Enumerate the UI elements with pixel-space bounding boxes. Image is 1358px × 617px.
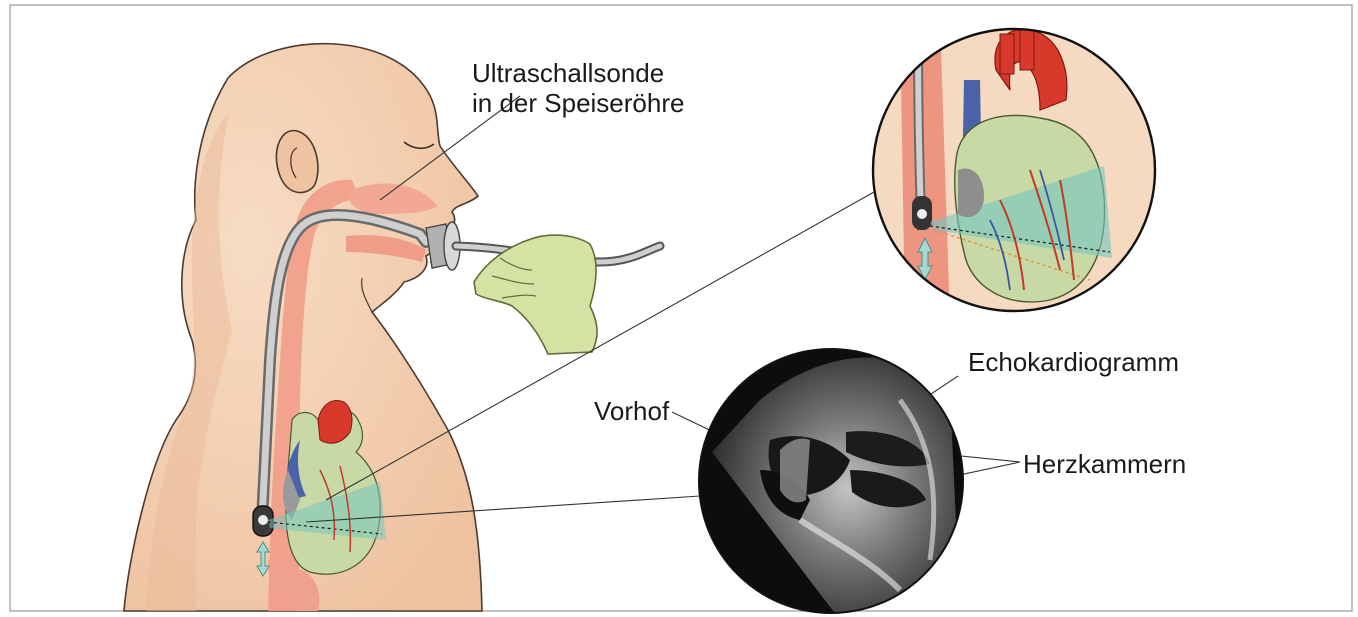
probe-label-line-2: in der Speiseröhre xyxy=(472,88,684,118)
probe-label-line-1: Ultraschallsonde xyxy=(472,58,684,88)
ventricles-label: Herzkammern xyxy=(1023,449,1186,479)
atrium-label: Vorhof xyxy=(594,396,669,426)
probe-label: Ultraschallsonde in der Speiseröhre xyxy=(472,58,684,118)
echocardiogram-image xyxy=(699,349,963,617)
echocardiogram-label: Echokardiogramm xyxy=(968,347,1179,377)
heart-inset xyxy=(873,20,1155,340)
